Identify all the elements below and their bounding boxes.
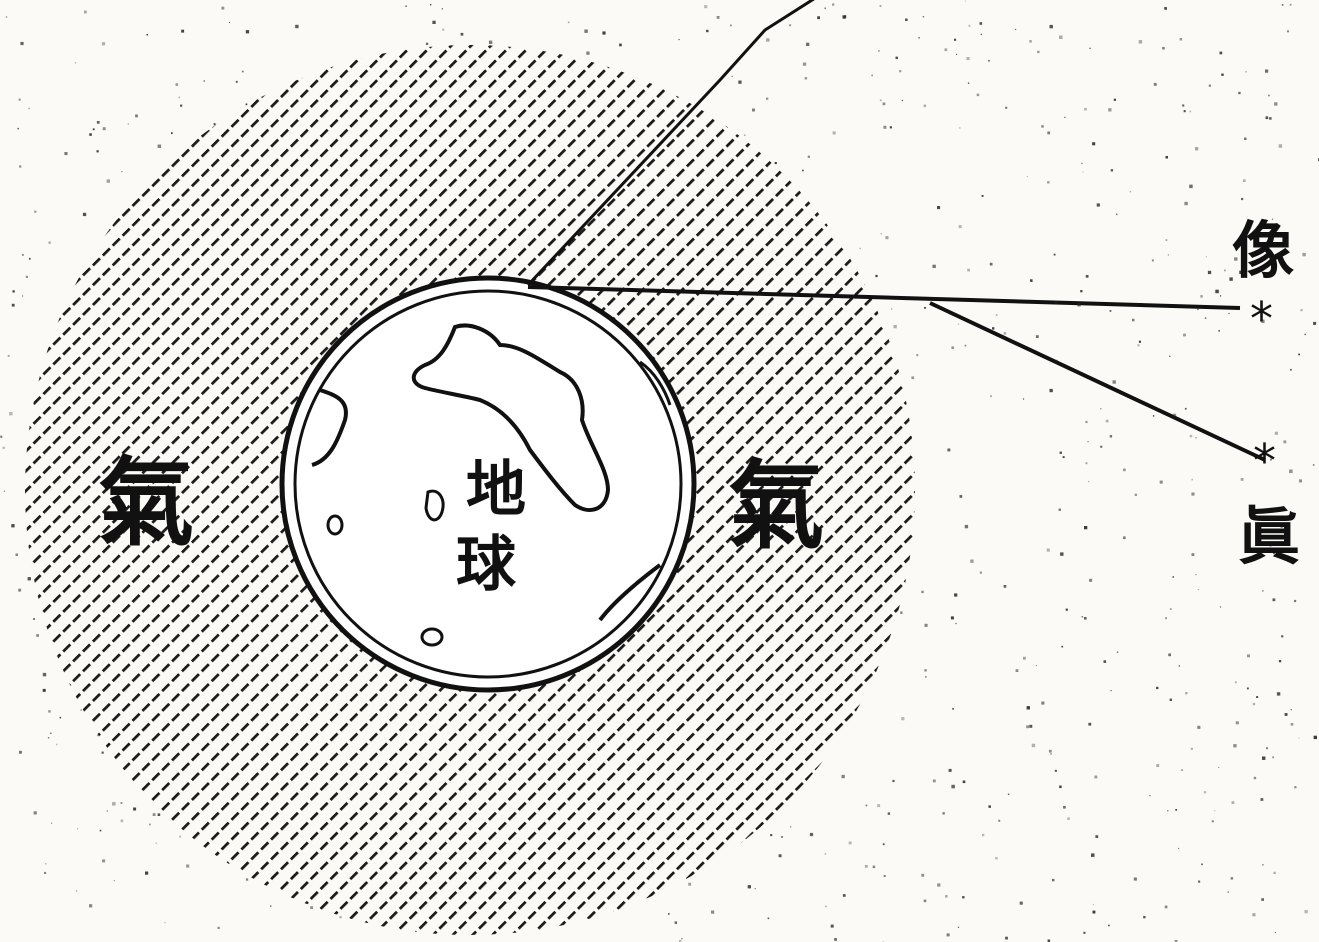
star-icon: *	[1250, 292, 1273, 346]
small-island	[424, 489, 445, 522]
earth-globe	[279, 275, 697, 693]
continent-shape	[411, 323, 611, 512]
label-true-position: 眞	[1238, 500, 1301, 573]
coast-right	[598, 563, 662, 622]
ray-to-true-star	[929, 301, 1266, 462]
light-rays	[526, 0, 1266, 462]
label-atmosphere-left: 氣	[98, 446, 194, 559]
coast-top-right	[639, 360, 672, 406]
label-apparent-image: 像	[1232, 214, 1295, 287]
ray-to-image	[527, 285, 1241, 310]
label-earth-line2: 球	[456, 530, 516, 600]
coast-left	[311, 388, 348, 467]
star-icon: *	[1253, 434, 1276, 488]
ray-upper	[526, 0, 815, 287]
label-earth-line1: 地	[466, 455, 526, 525]
label-atmosphere-right: 氣	[728, 449, 824, 562]
